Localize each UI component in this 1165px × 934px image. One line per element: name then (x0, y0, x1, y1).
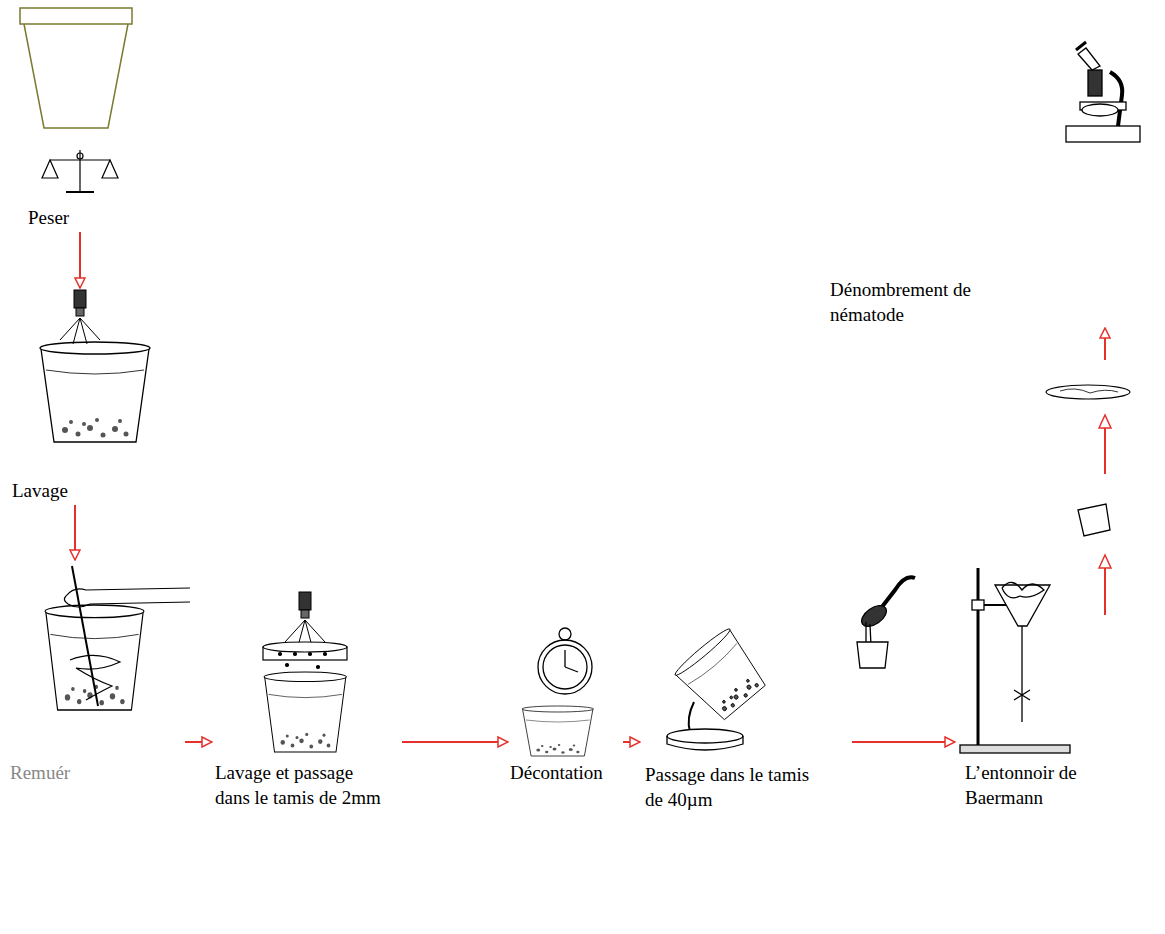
step-caption: L’entonnoir de Baermann (965, 760, 1125, 810)
flow-arrow (623, 741, 640, 743)
process-step: Lavage (10, 288, 160, 505)
bucket (40, 342, 150, 442)
step-caption: Peser (28, 205, 128, 230)
pot-body (24, 24, 128, 128)
step-caption: Lavage et passage dans le tamis de 2mm (215, 760, 387, 810)
collection-cup (1078, 504, 1110, 536)
balance-symbol (42, 150, 118, 192)
flow-arrow (402, 741, 508, 743)
flow-arrow (79, 232, 81, 288)
step-caption: Remuér (10, 760, 130, 785)
pouring-bucket (672, 626, 772, 732)
sieve-2mm (263, 642, 347, 669)
bucket (45, 605, 144, 710)
step-caption: Lavage (12, 478, 132, 503)
flow-arrow (185, 741, 212, 743)
flow-arrow (852, 741, 955, 743)
process-step: Remuér (5, 560, 185, 792)
bucket (522, 706, 594, 756)
process-step: Dénombrement de nématode (825, 50, 1155, 328)
bucket (264, 672, 347, 752)
process-step: Décontation (508, 620, 623, 790)
stopwatch (538, 628, 592, 694)
petri-dish (1046, 385, 1130, 399)
process-step: Passage dans le tamis de 40µm (640, 560, 852, 830)
gap-mask (1090, 360, 1120, 416)
step-caption: Décontation (510, 760, 622, 785)
spray-nozzle (60, 290, 100, 344)
microscope (1066, 42, 1140, 142)
step-caption: Dénombrement de nématode (830, 277, 1005, 327)
flower-pot (20, 8, 132, 128)
pot-rim (20, 8, 132, 24)
stirring-hand (64, 566, 190, 706)
sieve-40um (667, 729, 743, 750)
spray-nozzle (285, 592, 325, 646)
step-caption: Passage dans le tamis de 40µm (645, 762, 820, 812)
flow-arrowhead (1099, 555, 1111, 568)
gap-mask (1090, 474, 1120, 556)
baermann-funnel (960, 568, 1070, 753)
flow-arrow (1104, 328, 1106, 615)
rinse-shower (857, 577, 915, 668)
process-step: Lavage et passage dans le tamis de 2mm (212, 585, 402, 830)
process-step: L’entonnoir de Baermann (955, 615, 1165, 830)
process-step: Peser (15, 0, 140, 232)
flow-arrowhead (1099, 415, 1111, 428)
flow-arrow (74, 505, 76, 560)
